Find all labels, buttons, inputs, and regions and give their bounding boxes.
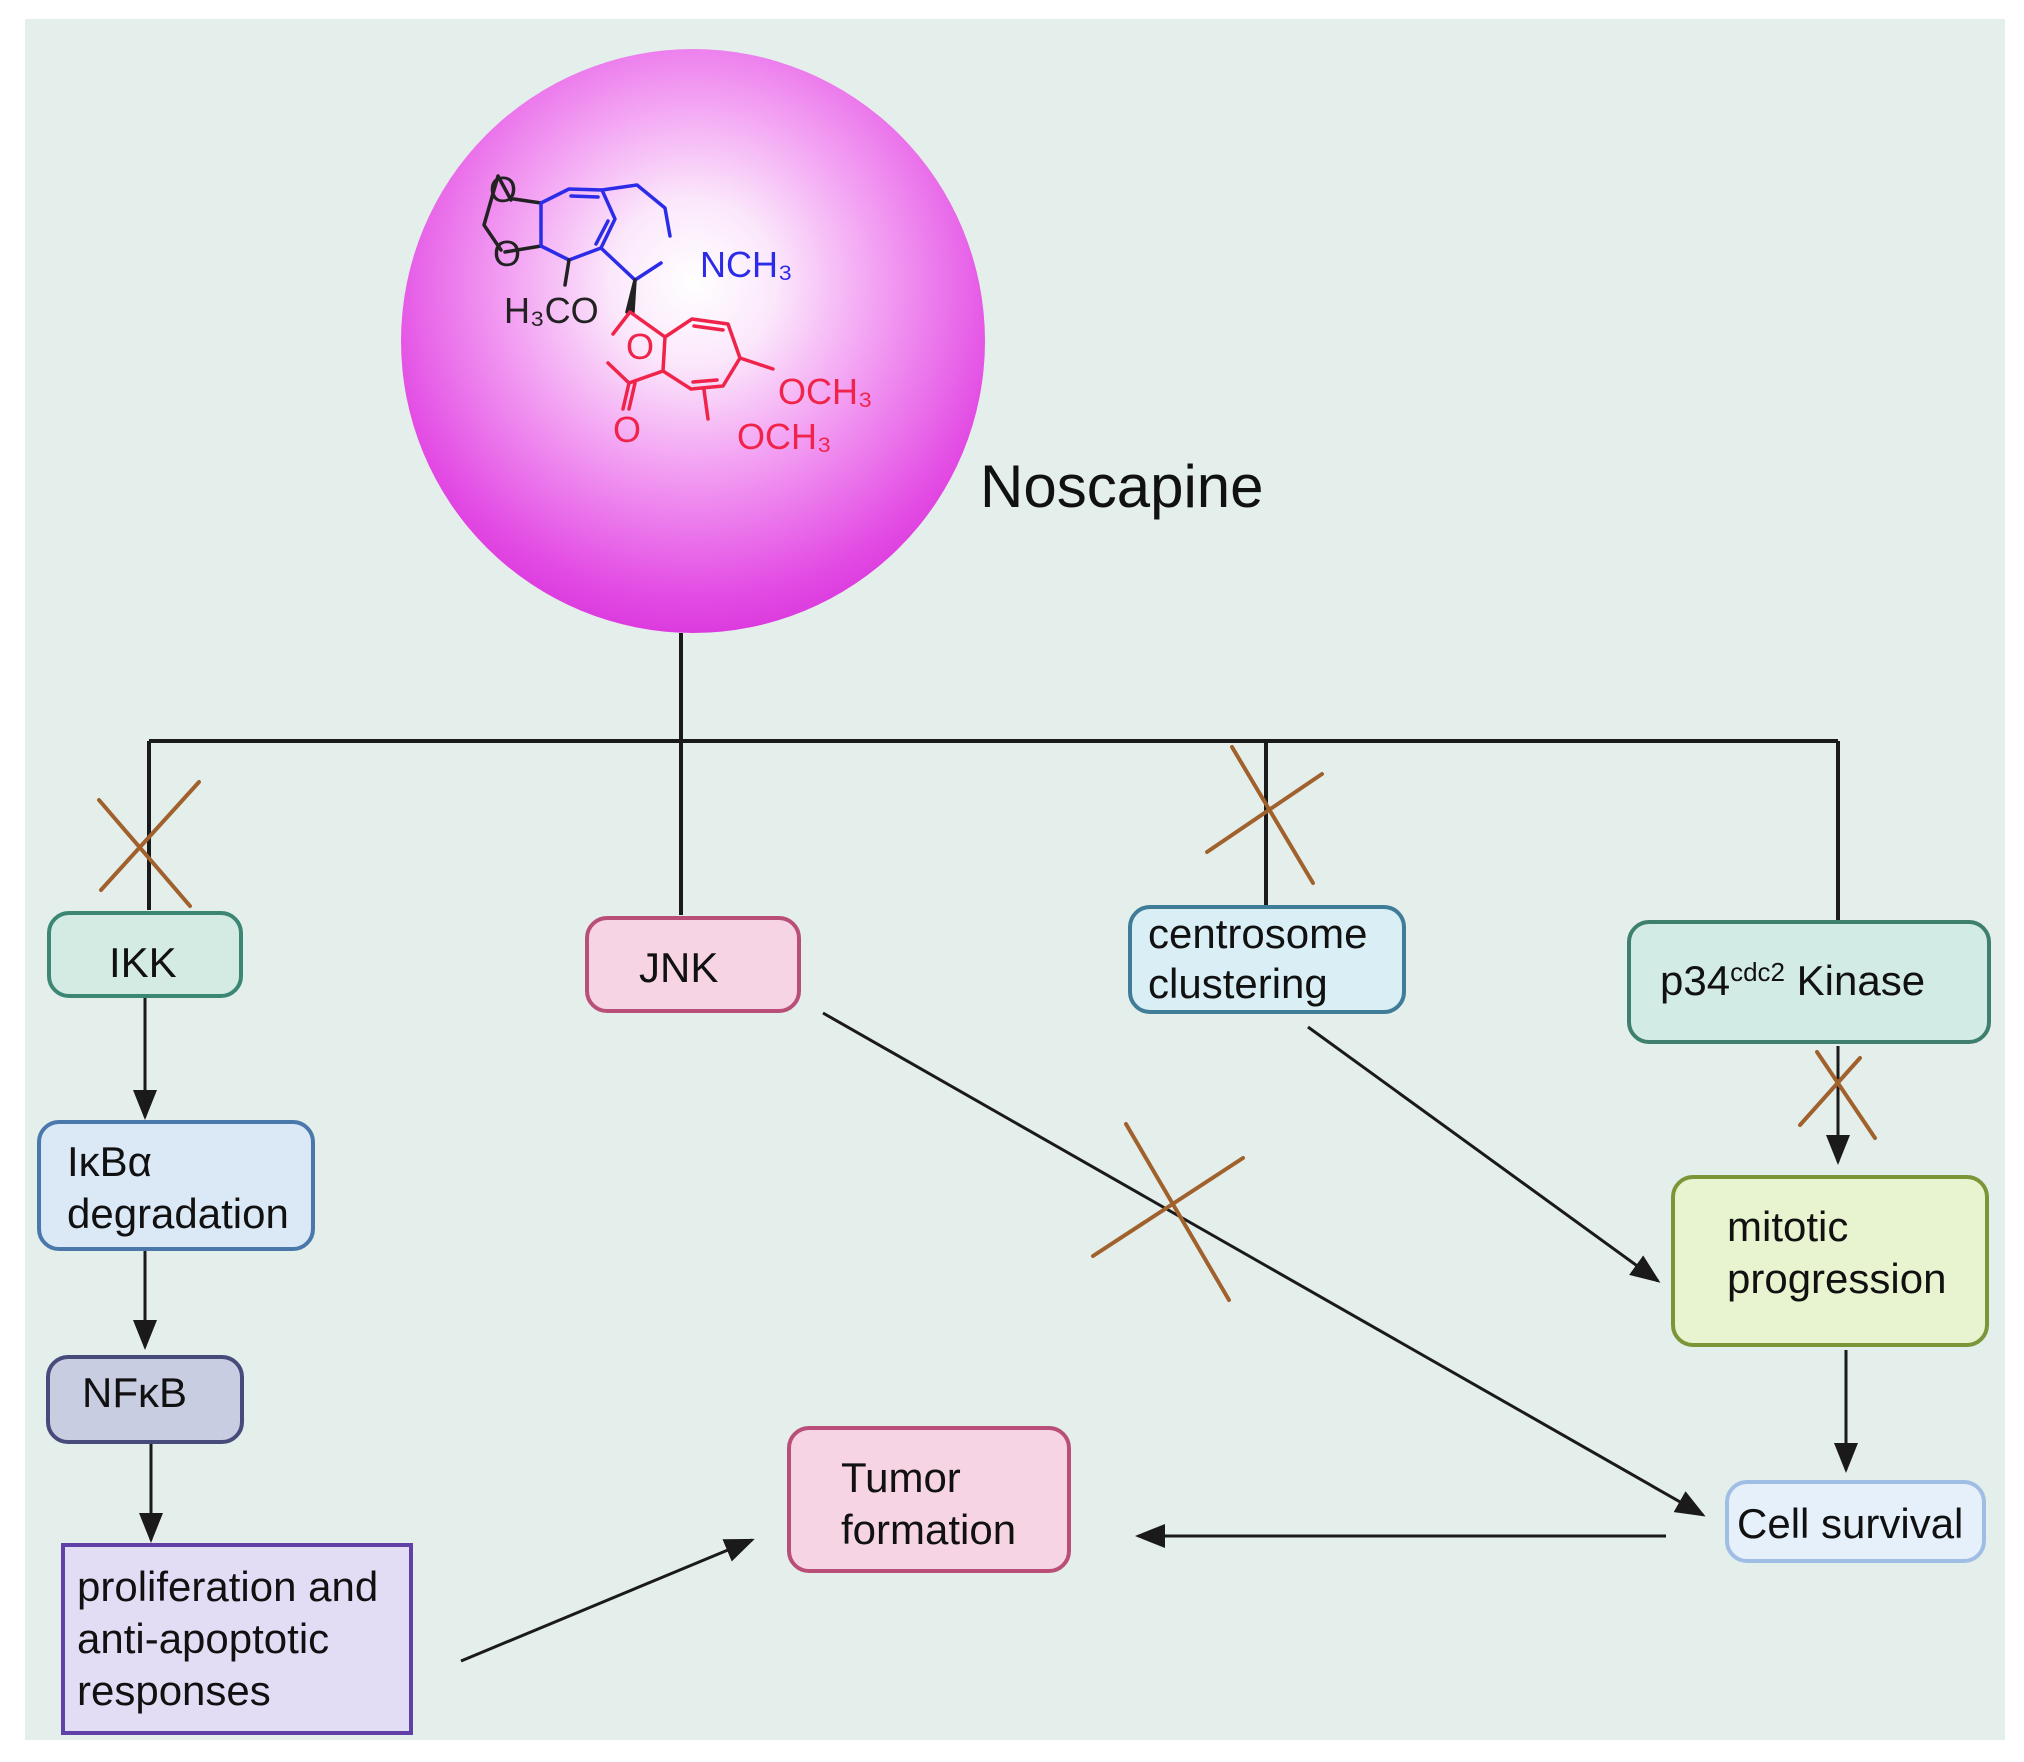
ikba-degradation-node: IκBα degradation	[37, 1120, 315, 1251]
drug-name-label: Noscapine	[980, 453, 1264, 520]
structure-amine: NCH₃	[700, 244, 793, 285]
prolif-label-line2: anti-apoptotic	[77, 1615, 330, 1662]
tumor-label-line1: Tumor	[841, 1454, 961, 1501]
centrosome-label-line2: clustering	[1148, 960, 1328, 1007]
cell-survival-node: Cell survival	[1725, 1480, 1986, 1563]
structure-o-bottom: O	[493, 233, 521, 274]
nfkb-node: NFκB	[46, 1355, 244, 1444]
noscapine-structure: O O H₃CO NCH₃ O O OCH₃ OCH₃	[482, 169, 873, 457]
inhibition-cross-centrosome	[1205, 745, 1324, 885]
p34-kinase-label: p34cdc2 Kinase	[1660, 955, 1987, 1007]
arrow-jnk-to-survival	[822, 1011, 1706, 1517]
arrow-centrosome-to-mitotic	[1307, 1025, 1661, 1283]
proliferation-response-node: proliferation and anti-apoptotic respons…	[61, 1543, 413, 1735]
structure-o-top: O	[489, 169, 517, 210]
ikk-node: IKK	[47, 911, 243, 998]
structure-methoxy-lower: OCH₃	[737, 416, 832, 457]
structure-methoxy-left: H₃CO	[504, 290, 599, 331]
prolif-label-line1: proliferation and	[77, 1563, 379, 1610]
arrow-prolif-to-tumor	[460, 1538, 755, 1663]
structure-lactone-o: O	[626, 326, 654, 367]
inhibition-cross-p34	[1798, 1050, 1877, 1140]
centrosome-clustering-node: centrosome clustering	[1128, 905, 1406, 1014]
tumor-formation-node: Tumor formation	[787, 1426, 1071, 1573]
inhibition-cross-jnk	[1091, 1122, 1245, 1302]
p34-superscript: cdc2	[1730, 957, 1785, 987]
nfkb-label: NFκB	[82, 1369, 187, 1416]
prolif-label-line3: responses	[77, 1667, 271, 1714]
tumor-label-line2: formation	[841, 1506, 1017, 1553]
p34-prefix: p34	[1660, 957, 1731, 1004]
noscapine-sphere: O O H₃CO NCH₃ O O OCH₃ OCH₃	[401, 49, 985, 633]
structure-methoxy-right: OCH₃	[778, 371, 873, 412]
mitotic-label-line1: mitotic	[1727, 1203, 1849, 1250]
p34-suffix: Kinase	[1785, 957, 1926, 1004]
structure-carbonyl-o: O	[613, 409, 641, 450]
inhibition-cross-ikk	[97, 780, 201, 908]
mitotic-label-line2: progression	[1727, 1255, 1947, 1302]
ikba-label-line2: degradation	[67, 1190, 289, 1237]
jnk-node: JNK	[585, 916, 801, 1013]
centrosome-label-line1: centrosome	[1148, 910, 1368, 957]
ikk-label: IKK	[109, 939, 177, 986]
ikba-label-line1: IκBα	[67, 1138, 152, 1185]
p34-kinase-node: p34cdc2 Kinase	[1627, 920, 1991, 1044]
mitotic-progression-node: mitotic progression	[1671, 1175, 1989, 1347]
cell-survival-label: Cell survival	[1737, 1500, 1964, 1547]
jnk-label: JNK	[639, 944, 719, 991]
